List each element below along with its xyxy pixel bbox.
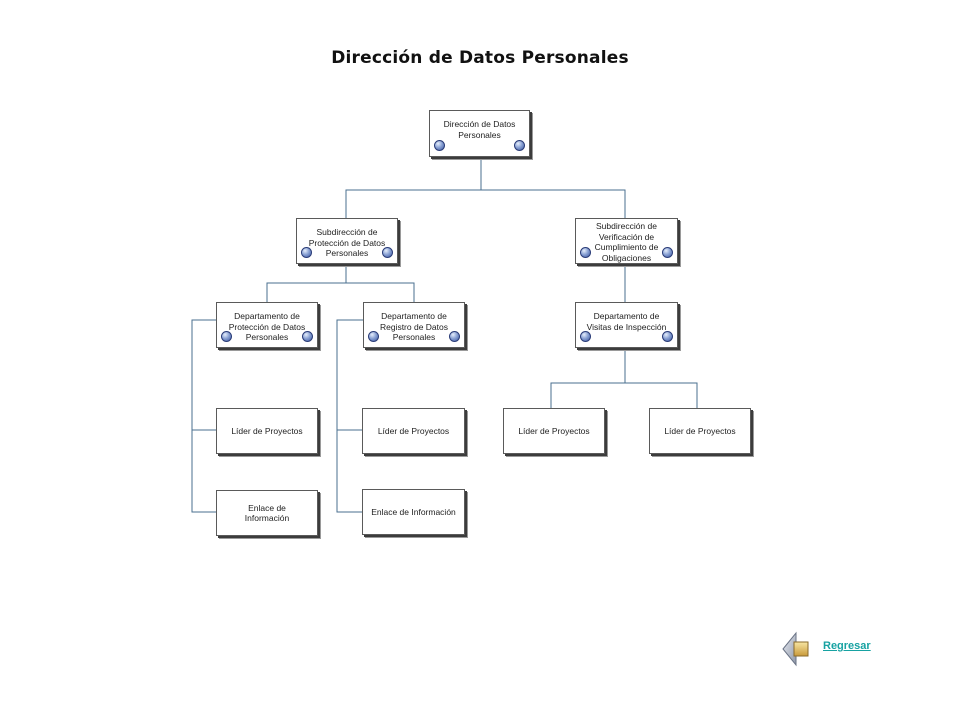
sphere-icon — [449, 331, 460, 342]
org-box-label: Dirección de Datos Personales — [443, 119, 516, 140]
sphere-icon — [662, 331, 673, 342]
sphere-icon — [302, 331, 313, 342]
org-box-label: Enlace de Información — [371, 506, 456, 517]
sphere-icon — [434, 140, 445, 151]
org-box-enlace-informacion[interactable]: Enlace de Información — [216, 490, 318, 536]
org-box-subdireccion-verificacion[interactable]: Subdirección de Verificación de Cumplimi… — [575, 218, 678, 264]
sphere-icon — [382, 247, 393, 258]
regresar-link[interactable]: Regresar — [823, 640, 871, 652]
org-box-departamento-proteccion[interactable]: Departamento de Protección de Datos Pers… — [216, 302, 318, 348]
org-box-enlace-informacion[interactable]: Enlace de Información — [362, 489, 465, 535]
sphere-icon — [580, 247, 591, 258]
sphere-icon — [368, 331, 379, 342]
org-box-label: Subdirección de Verificación de Cumplimi… — [594, 221, 659, 263]
org-box-label: Líder de Proyectos — [377, 425, 450, 436]
sphere-icon — [662, 247, 673, 258]
org-box-lider-proyectos[interactable]: Líder de Proyectos — [649, 408, 751, 454]
org-box-departamento-registro[interactable]: Departamento de Registro de Datos Person… — [363, 302, 465, 348]
org-box-lider-proyectos[interactable]: Líder de Proyectos — [216, 408, 318, 454]
page-title: Dirección de Datos Personales — [331, 48, 629, 68]
sphere-icon — [221, 331, 232, 342]
org-box-lider-proyectos[interactable]: Líder de Proyectos — [362, 408, 465, 454]
org-box-departamento-visitas[interactable]: Departamento de Visitas de Inspección — [575, 302, 678, 348]
org-box-label: Departamento de Protección de Datos Pers… — [228, 311, 306, 342]
org-box-label: Departamento de Registro de Datos Person… — [379, 311, 449, 342]
org-box-label: Enlace de Información — [244, 502, 290, 524]
org-box-label: Líder de Proyectos — [231, 425, 303, 436]
back-arrow-icon[interactable] — [782, 631, 810, 667]
org-box-lider-proyectos[interactable]: Líder de Proyectos — [503, 408, 605, 454]
org-box-label: Líder de Proyectos — [518, 425, 590, 436]
org-box-subdireccion-proteccion[interactable]: Subdirección de Protección de Datos Pers… — [296, 218, 398, 264]
org-box-direccion[interactable]: Dirección de Datos Personales — [429, 110, 530, 157]
sphere-icon — [514, 140, 525, 151]
sphere-icon — [301, 247, 312, 258]
org-box-label: Subdirección de Protección de Datos Pers… — [308, 227, 386, 258]
org-box-label: Líder de Proyectos — [664, 425, 736, 436]
org-box-label: Departamento de Visitas de Inspección — [586, 311, 667, 332]
sphere-icon — [580, 331, 591, 342]
